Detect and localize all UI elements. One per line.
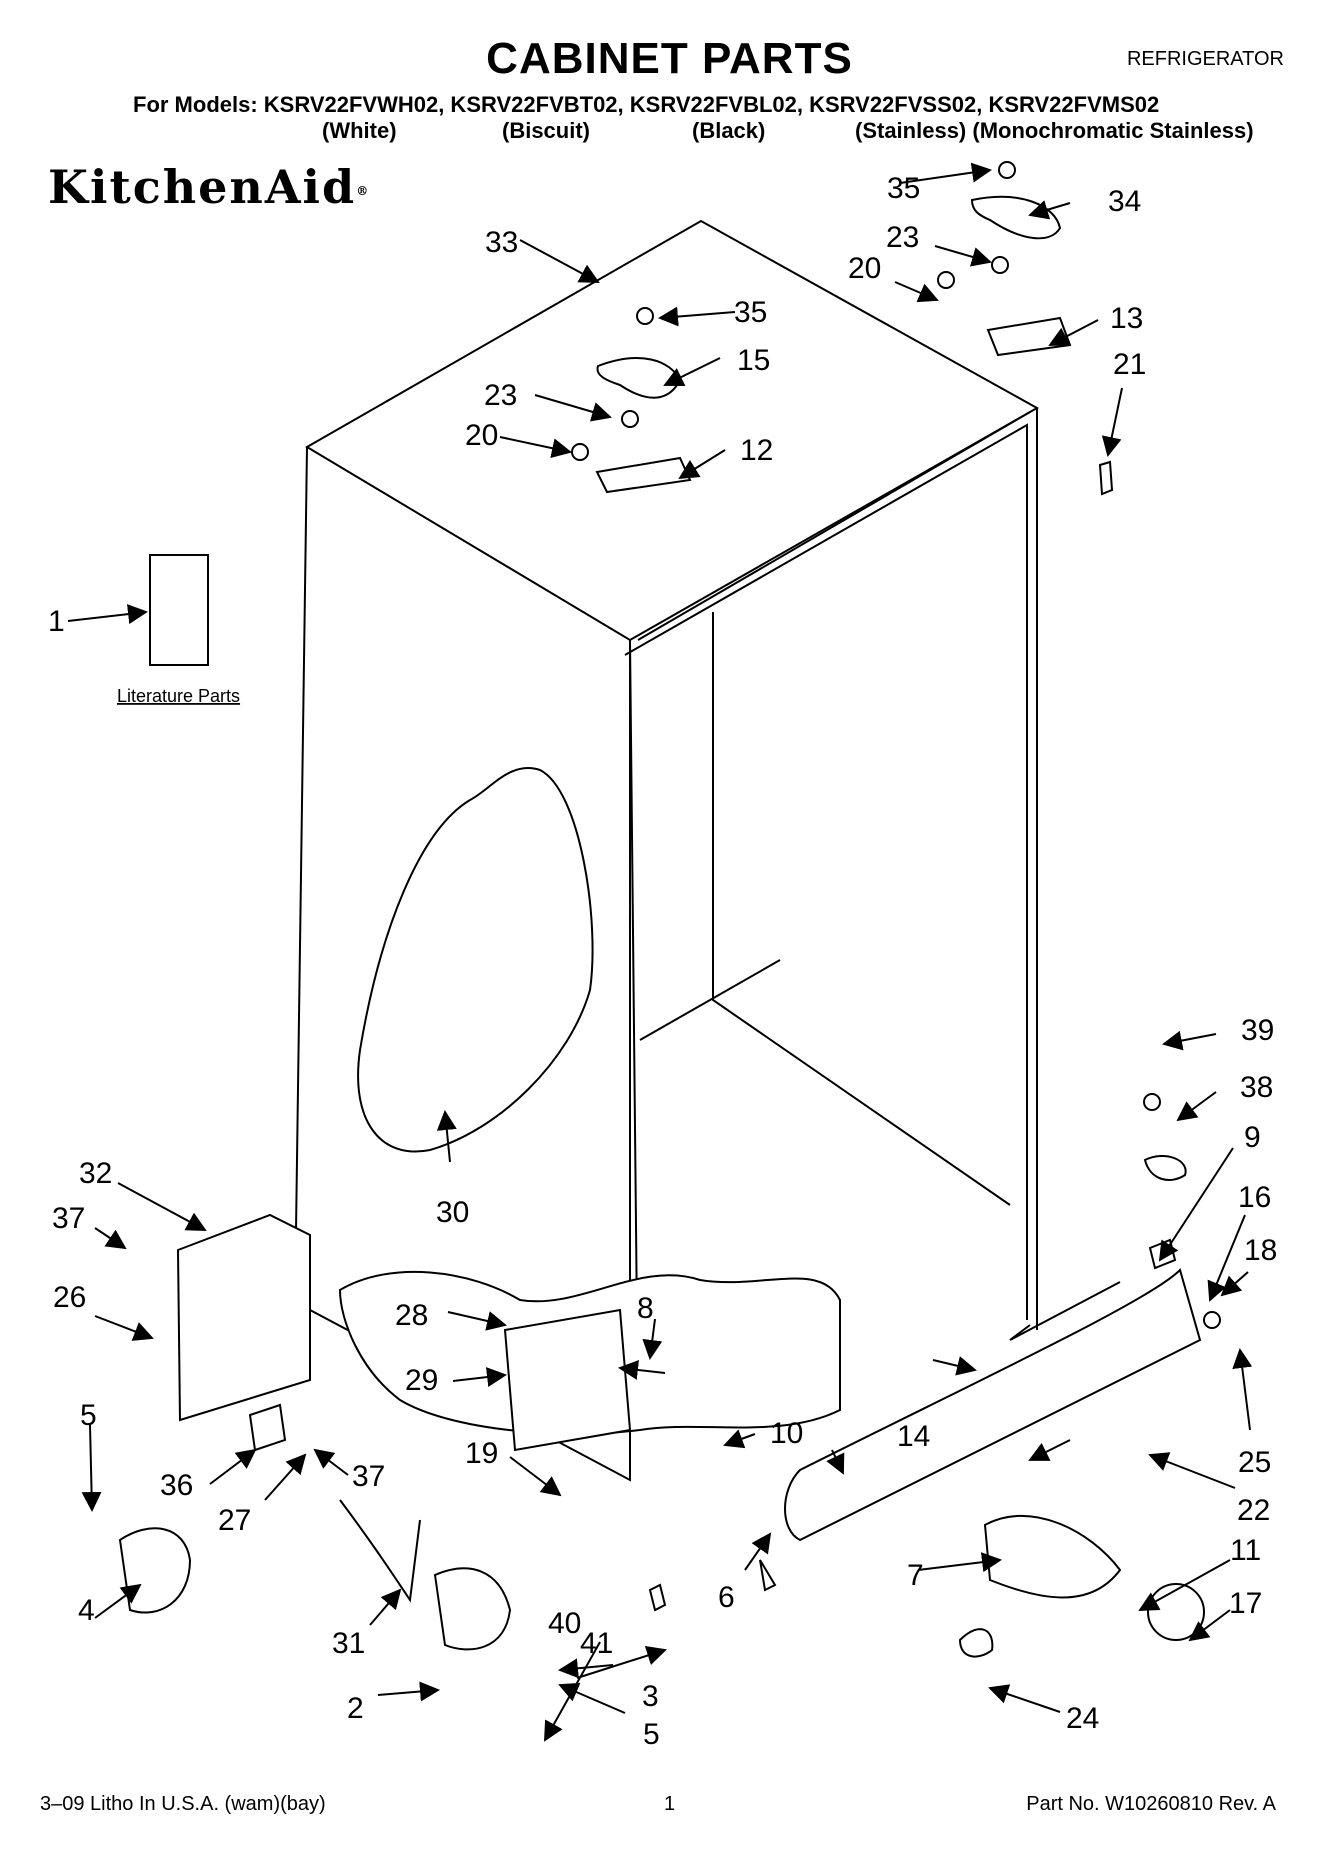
footer-part-number: Part No. W10260810 Rev. A [1026,1793,1276,1815]
callout-40: 40 [548,1607,581,1640]
callout-19: 19 [465,1437,498,1470]
variant-black: (Black) [692,118,766,143]
callout-35b: 35 [887,172,920,205]
callout-20a: 20 [465,419,498,452]
callout-26: 26 [53,1281,86,1314]
callout-3: 3 [642,1680,659,1713]
callout-13: 13 [1110,302,1143,335]
callout-16: 16 [1238,1181,1271,1214]
callout-36: 36 [160,1469,193,1502]
callout-41: 41 [580,1627,613,1660]
callout-14: 14 [897,1420,930,1453]
callout-25: 25 [1238,1446,1271,1479]
bottom-parts [118,554,1221,1658]
appliance-category: REFRIGERATOR [1126,48,1284,70]
callout-6: 6 [718,1581,735,1614]
callout-35a: 35 [734,296,767,329]
callout-23b: 23 [886,221,919,254]
page-title: CABINET PARTS [486,34,853,83]
callout-10: 10 [770,1417,803,1450]
callout-11: 11 [1230,1534,1261,1567]
callout-15: 15 [737,344,770,377]
callout-18: 18 [1244,1234,1277,1267]
callout-17: 17 [1229,1587,1262,1620]
callout-12: 12 [740,434,773,467]
callout-leaders [67,162,1253,1742]
callout-7: 7 [907,1559,924,1592]
footer-print-info: 3–09 Litho In U.S.A. (wam)(bay) [40,1793,326,1815]
callout-8: 8 [637,1292,654,1325]
callout-5b: 5 [643,1718,660,1751]
variant-white: (White) [322,118,397,143]
callout-34: 34 [1108,185,1141,218]
callout-39: 39 [1241,1014,1274,1047]
registered-mark: ® [356,184,371,198]
callout-37b: 37 [352,1460,385,1493]
literature-parts-label: Literature Parts [117,686,240,706]
callout-21: 21 [1113,348,1146,381]
footer-page-number: 1 [664,1793,676,1815]
callout-1: 1 [48,605,65,638]
variant-biscuit: (Biscuit) [502,118,590,143]
variant-stainless: (Stainless) (Monochromatic Stainless) [855,118,1254,143]
callout-5a: 5 [80,1399,97,1432]
callout-23a: 23 [484,379,517,412]
callout-38: 38 [1240,1071,1273,1104]
callout-2: 2 [347,1692,364,1725]
callout-32: 32 [79,1157,112,1190]
callout-9: 9 [1244,1121,1261,1154]
callout-28: 28 [395,1299,428,1332]
callout-20b: 20 [848,252,881,285]
callout-27: 27 [218,1504,251,1537]
brand-logo-text: KitchenAid [48,160,357,214]
callout-33: 33 [485,226,518,259]
hinge-parts-top [571,161,1114,496]
callout-31: 31 [332,1627,365,1660]
callout-37a: 37 [52,1202,85,1235]
callout-29: 29 [405,1364,438,1397]
callout-22: 22 [1237,1494,1270,1527]
callout-30: 30 [436,1196,469,1229]
callout-24: 24 [1066,1702,1099,1735]
cabinet-outline [293,219,1121,1482]
models-line: For Models: KSRV22FVWH02, KSRV22FVBT02, … [133,92,1160,117]
callout-4: 4 [78,1594,95,1627]
brand-logo: KitchenAid® [48,160,370,214]
